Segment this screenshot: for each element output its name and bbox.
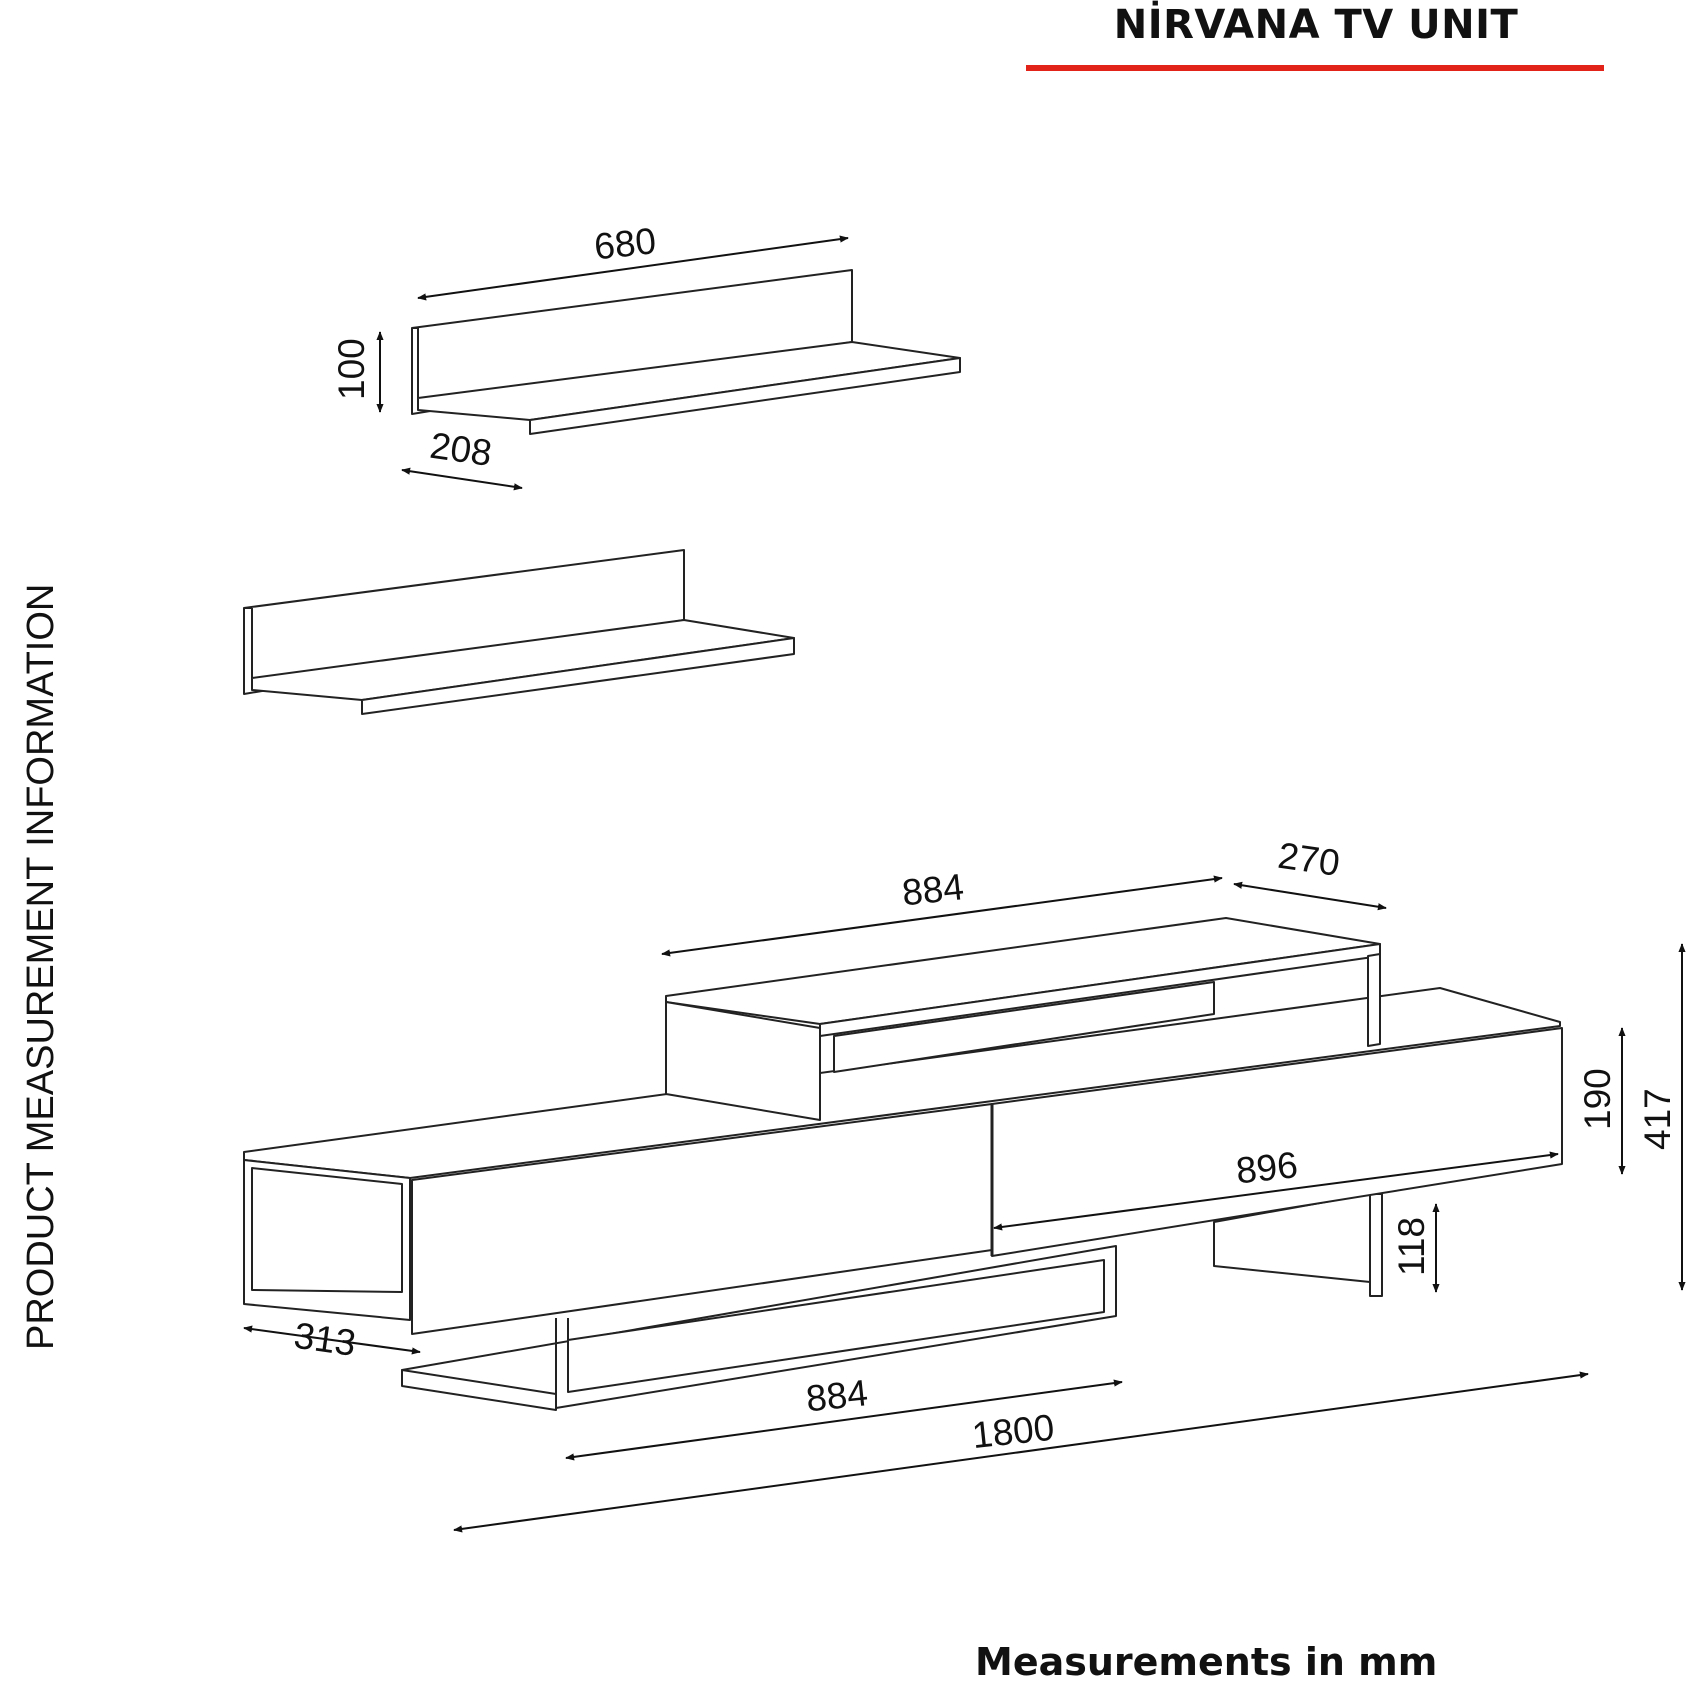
dim-top-module-depth: 270 <box>1276 835 1343 884</box>
dim-line-208 <box>401 467 523 491</box>
lower-shelf <box>243 549 795 715</box>
dim-top-module-width: 884 <box>900 866 966 913</box>
dim-total-width: 1800 <box>970 1407 1056 1456</box>
left-compartment-inner <box>251 1167 403 1293</box>
dim-side-depth: 313 <box>292 1315 359 1364</box>
right-leg-edge <box>1369 1193 1383 1297</box>
dim-line-1800 <box>453 1371 1589 1533</box>
dim-drawer-width: 896 <box>1234 1144 1300 1191</box>
dim-upper-height: 190 <box>1577 1068 1618 1130</box>
dim-line-313 <box>243 1325 421 1355</box>
top-module-right-side <box>1367 953 1381 1047</box>
dim-shelf-height: 100 <box>331 338 372 400</box>
dimension-lines <box>243 235 1686 1533</box>
dim-line-270 <box>1233 881 1387 911</box>
dim-line-896 <box>993 1151 1559 1231</box>
dim-bottom-width: 884 <box>804 1372 870 1419</box>
dim-leg-height: 118 <box>1391 1217 1432 1276</box>
upper-shelf <box>411 269 961 435</box>
product-title: NİRVANA TV UNIT <box>1113 2 1519 48</box>
top-module-left-side <box>665 1001 821 1121</box>
dim-line-680 <box>417 235 849 301</box>
dimension-labels: 680 100 208 884 270 896 190 417 118 313 … <box>292 220 1678 1456</box>
title-underline <box>1026 65 1604 71</box>
dim-shelf-width: 680 <box>592 220 658 267</box>
dim-shelf-depth: 208 <box>428 425 495 474</box>
dim-line-884-top <box>661 875 1223 957</box>
lower-shelf-board-front <box>361 637 795 715</box>
upper-shelf-board-front <box>529 357 961 435</box>
dim-total-height: 417 <box>1637 1088 1678 1150</box>
tv-unit <box>243 917 1563 1411</box>
top-module-back-opening <box>833 981 1215 1073</box>
measurement-unit-note: Measurements in mm <box>975 1640 1438 1684</box>
